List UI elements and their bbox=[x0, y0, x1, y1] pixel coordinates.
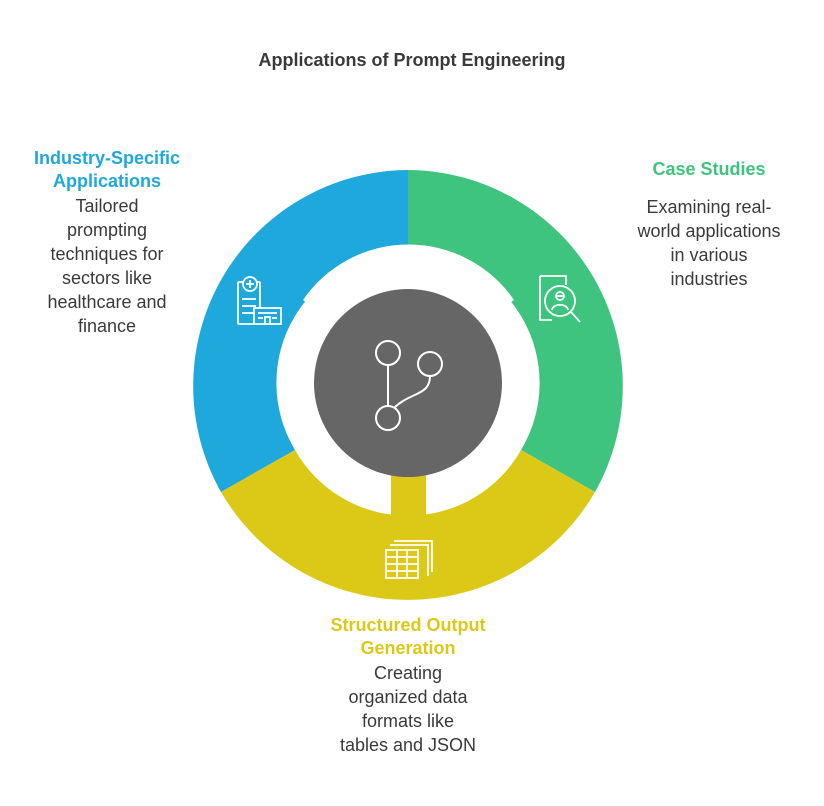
case-studies-block: Case Studies Examining real- world appli… bbox=[622, 158, 796, 291]
case-studies-heading: Case Studies bbox=[622, 158, 796, 181]
desc-line: finance bbox=[77, 316, 137, 336]
structured-output-description: Creating organized data formats like tab… bbox=[308, 661, 508, 757]
desc-line: techniques for bbox=[50, 244, 164, 264]
desc-line: prompting bbox=[66, 220, 148, 240]
segment-case-studies bbox=[408, 170, 623, 492]
desc-line: formats like bbox=[361, 711, 455, 731]
desc-line: in various bbox=[670, 245, 748, 265]
desc-line: Examining real- bbox=[646, 197, 772, 217]
page-title: Applications of Prompt Engineering bbox=[258, 50, 566, 70]
search-document-icon bbox=[539, 275, 581, 323]
desc-line: industries bbox=[670, 269, 748, 289]
desc-line: world applications bbox=[637, 221, 781, 241]
heading-line: Industry-Specific bbox=[33, 148, 181, 168]
desc-line: organized data bbox=[348, 687, 468, 707]
notch-left bbox=[281, 335, 327, 458]
industry-specific-heading: Industry-Specific Applications bbox=[14, 147, 200, 193]
structured-output-block: Structured Output Generation Creating or… bbox=[308, 614, 508, 757]
heading-line: Case Studies bbox=[652, 159, 766, 179]
table-stack-icon bbox=[385, 540, 433, 579]
industry-specific-block: Industry-Specific Applications Tailored … bbox=[14, 147, 200, 338]
heading-line: Structured Output bbox=[330, 615, 486, 635]
heading-line: Generation bbox=[360, 638, 456, 658]
structured-output-heading: Structured Output Generation bbox=[308, 614, 508, 660]
branch-icon bbox=[375, 340, 443, 431]
hospital-icon bbox=[237, 276, 282, 325]
notch-top bbox=[303, 244, 514, 316]
case-studies-description: Examining real- world applications in va… bbox=[622, 195, 796, 291]
desc-line: Creating bbox=[373, 663, 443, 683]
segment-structured-output bbox=[221, 450, 595, 600]
desc-line: healthcare and bbox=[47, 292, 167, 312]
segment-industry-specific bbox=[193, 170, 408, 492]
center-circle bbox=[314, 289, 502, 477]
desc-line: Tailored bbox=[75, 196, 139, 216]
heading-line: Applications bbox=[52, 171, 161, 191]
desc-line: sectors like bbox=[61, 268, 153, 288]
desc-line: tables and JSON bbox=[339, 735, 477, 755]
industry-specific-description: Tailored prompting techniques for sector… bbox=[14, 194, 200, 338]
